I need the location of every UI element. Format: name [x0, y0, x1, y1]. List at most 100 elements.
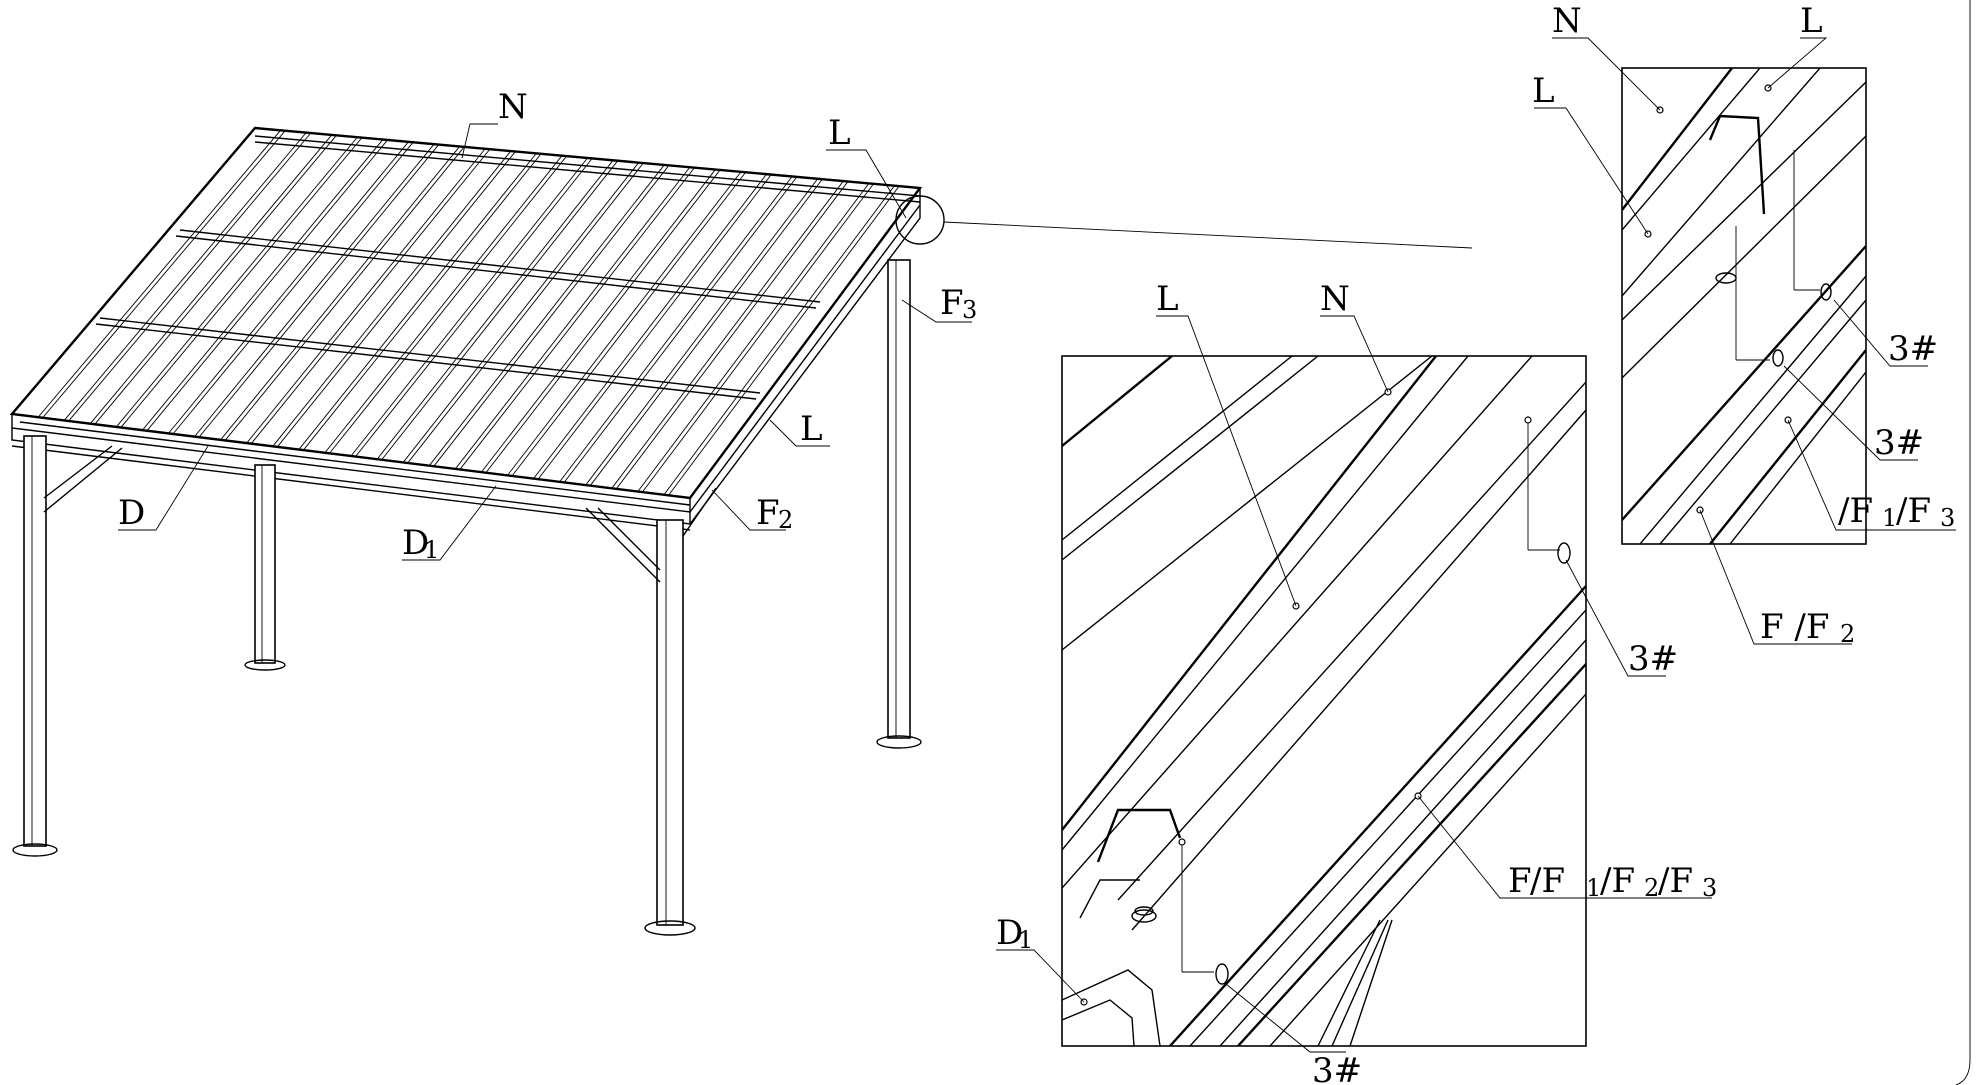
roof-rib — [616, 180, 849, 489]
roof-rib — [381, 160, 619, 460]
roof-rib — [355, 157, 593, 457]
label-screw-lower: 3# — [1874, 423, 1924, 463]
label-f1f3-sub1: 1 — [1882, 504, 1897, 532]
label-screw-top: 3# — [1628, 639, 1678, 679]
front-beam — [11, 428, 691, 531]
roof-rib — [324, 155, 563, 454]
label-f-sep3: /F — [1658, 861, 1693, 901]
label-n: N — [1552, 1, 1582, 41]
label-screw-bottom: 3# — [1312, 1051, 1362, 1085]
label-f-main: F — [1508, 861, 1532, 901]
roof-rib — [350, 157, 588, 457]
roof-rib — [168, 141, 409, 434]
label-d1: D — [996, 913, 1023, 953]
roof-rib — [63, 132, 307, 421]
roof-rib — [668, 185, 900, 496]
label-f-sub1: 1 — [1586, 874, 1601, 902]
roof-rib — [407, 162, 645, 463]
label-f1f3-b: /F — [1896, 491, 1931, 531]
detail-large-frame — [1061, 355, 1587, 1047]
roof-rib — [120, 136, 363, 428]
roof-rib — [512, 171, 747, 476]
label-n: N — [1320, 279, 1350, 319]
roof-rib — [459, 166, 696, 470]
roof-rib — [277, 150, 517, 447]
detail-small: N L L 3# 3# /F 1 /F 3 F /F 2 — [1532, 1, 1956, 648]
label-f3-sub: 3 — [962, 296, 977, 324]
right-beam — [689, 205, 921, 525]
roof-rib — [585, 178, 819, 486]
label-f3: F — [940, 283, 964, 323]
roof-rib — [590, 178, 824, 486]
roof-rib — [481, 169, 716, 473]
roof-rib — [194, 143, 435, 437]
label-n: N — [498, 87, 528, 127]
roof-rib — [251, 148, 491, 444]
label-f2: F — [756, 493, 780, 533]
roof-rib — [68, 132, 312, 421]
roof-rib — [142, 139, 384, 431]
roof-rib — [611, 180, 844, 489]
roof-panels — [9, 126, 923, 513]
label-l-top: L — [1800, 1, 1823, 41]
roof-rib — [507, 171, 742, 476]
detail-small-labels: N L L 3# 3# /F 1 /F 3 F /F 2 — [1532, 1, 1956, 648]
roof-rib — [147, 139, 389, 431]
brackets — [43, 445, 717, 583]
roof-rib — [454, 166, 691, 470]
posts — [12, 259, 922, 936]
label-f-sep2: /F — [1600, 861, 1635, 901]
detail-large: L N 3# 3# D 1 F /F 1 /F 2 /F 3 — [996, 279, 1717, 1085]
roof-rib — [564, 176, 798, 483]
roof-rib — [538, 173, 772, 479]
roof-rib — [225, 146, 465, 441]
roof-rib — [272, 150, 512, 447]
roof-rib — [89, 134, 333, 424]
roof-rib — [329, 155, 568, 454]
roof-rib — [37, 130, 281, 418]
label-f1f3-sub3: 3 — [1940, 504, 1955, 532]
label-screw-upper: 3# — [1888, 329, 1938, 369]
label-f1f3-a: /F — [1838, 491, 1873, 531]
detail-small-frame — [1621, 67, 1867, 545]
roof-rib — [559, 176, 793, 483]
roof-rib — [433, 164, 670, 466]
roof-rib — [199, 143, 440, 437]
label-f2-sub: 2 — [778, 506, 793, 534]
roof-rib — [303, 153, 542, 450]
label-d1-sub: 1 — [424, 536, 439, 564]
label-f-sep1: /F — [1530, 861, 1565, 901]
label-l-mid: L — [800, 409, 823, 449]
roof-rib — [428, 164, 665, 466]
label-l-left: L — [1532, 71, 1555, 111]
label-l-top: L — [828, 113, 851, 153]
label-d1-sub: 1 — [1018, 926, 1033, 954]
roof-rib — [486, 169, 721, 473]
roof-rib — [220, 146, 460, 441]
label-f-sub2: 2 — [1644, 874, 1659, 902]
roof-rib — [637, 183, 870, 492]
label-ff2-sub2: 2 — [1840, 620, 1855, 648]
roof-rib — [246, 148, 486, 444]
roof-rib — [115, 136, 358, 428]
label-d1: D — [402, 523, 429, 563]
roof-rib — [663, 185, 895, 496]
label-l: L — [1156, 279, 1179, 319]
roof-rib — [94, 134, 338, 424]
label-ff2-a: F /F — [1760, 607, 1829, 647]
roof-rib — [173, 141, 414, 434]
label-f-sub3: 3 — [1702, 874, 1717, 902]
pergola-overview: N L F 3 L F 2 D D 1 — [9, 87, 1473, 936]
detail-large-labels: L N 3# 3# D 1 F /F 1 /F 2 /F 3 — [996, 279, 1717, 1085]
detail-callout-circle — [895, 195, 945, 245]
roof-rib — [533, 173, 767, 479]
roof-rib — [298, 153, 537, 450]
label-d: D — [118, 493, 145, 533]
roof-rib — [376, 160, 614, 460]
sheet-border — [1955, 0, 1971, 1085]
overview-labels: N L F 3 L F 2 D D 1 — [118, 87, 977, 564]
roof-rib — [642, 183, 875, 492]
roof-rib — [42, 130, 286, 418]
roof-rib — [402, 162, 640, 463]
